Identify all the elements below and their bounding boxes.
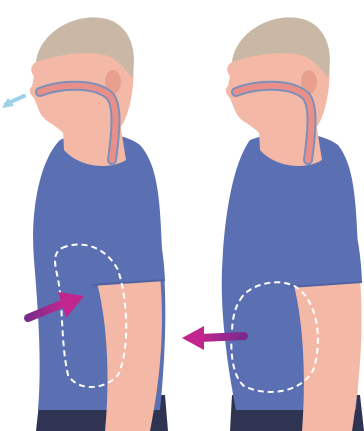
figure-left: [2, 17, 168, 431]
figure-right: [182, 17, 364, 431]
breath-icon: [2, 96, 24, 108]
